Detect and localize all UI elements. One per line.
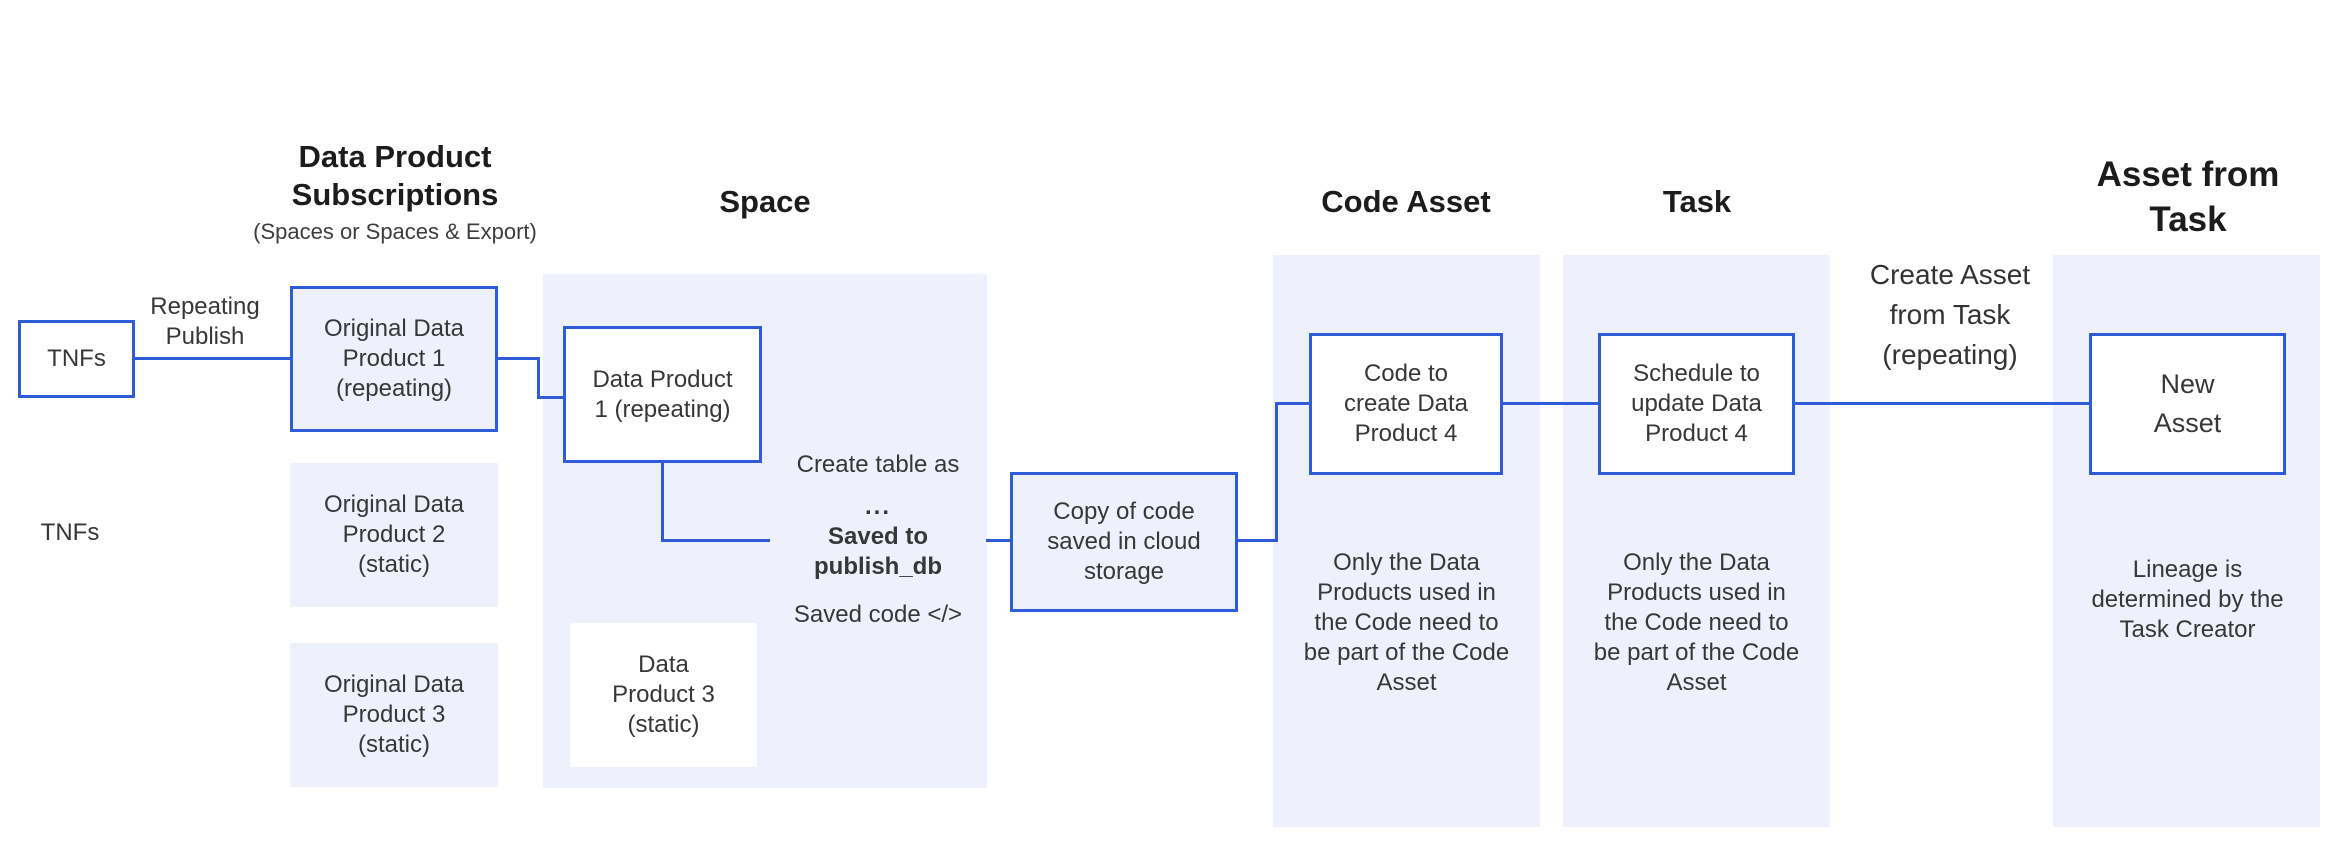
header-asset-from-task: Asset from Task (2096, 155, 2280, 239)
node-code-to-create: Code to create Data Product 4 (1309, 333, 1503, 475)
label-tnfs-static: TNFs (40, 519, 100, 546)
create-table-line: Create table as (796, 451, 960, 478)
label-repeating-publish: Repeating Publish (150, 293, 260, 350)
connector-tnfs-to-odp1 (135, 357, 290, 360)
connector-task-to-asset (1793, 402, 2092, 405)
connector-code-to-task (1501, 402, 1600, 405)
saved-to-publish-db: Saved to publish_db (814, 523, 942, 580)
header-task: Task (1662, 184, 1732, 219)
note-task: Only the Data Products used in the Code … (1593, 549, 1800, 696)
connector-copy-elbow-v (1275, 402, 1278, 542)
header-code-asset: Code Asset (1321, 184, 1491, 219)
label-create-asset-from-task: Create Asset from Task (repeating) (1869, 259, 2031, 370)
connector-copy-out-h (1236, 539, 1278, 542)
connector-odp1-elbow-v (537, 357, 540, 399)
note-saved-code: Saved code </> (793, 601, 963, 628)
create-table-ellipsis: ... (864, 493, 891, 520)
connector-copy-to-code (1275, 402, 1312, 405)
connector-odp1-to-dp1 (537, 396, 566, 399)
node-tnfs-source: TNFs (18, 320, 135, 398)
node-data-product-1: Data Product 1 (repeating) (563, 326, 762, 463)
connector-dp1-down-v (661, 461, 664, 542)
node-original-data-product-1: Original Data Product 1 (repeating) (290, 286, 498, 432)
note-create-table: Create table as ... Saved to publish_db (770, 442, 986, 582)
node-schedule-to-update: Schedule to update Data Product 4 (1598, 333, 1795, 475)
node-copy-of-code: Copy of code saved in cloud storage (1010, 472, 1238, 612)
header-data-product-subscriptions: Data Product Subscriptions (Spaces or Sp… (250, 138, 540, 245)
node-new-asset: New Asset (2089, 333, 2286, 475)
note-lineage: Lineage is determined by the Task Creato… (2091, 556, 2284, 643)
subscriptions-subtitle: (Spaces or Spaces & Export) (253, 219, 537, 244)
subscriptions-title: Data Product Subscriptions (291, 139, 499, 212)
header-space: Space (719, 184, 811, 219)
connector-odp1-out-h (498, 357, 540, 360)
node-original-data-product-2: Original Data Product 2 (static) (290, 463, 498, 607)
note-code-asset: Only the Data Products used in the Code … (1303, 549, 1510, 696)
node-original-data-product-3: Original Data Product 3 (static) (290, 643, 498, 787)
node-data-product-3: Data Product 3 (static) (570, 623, 757, 767)
